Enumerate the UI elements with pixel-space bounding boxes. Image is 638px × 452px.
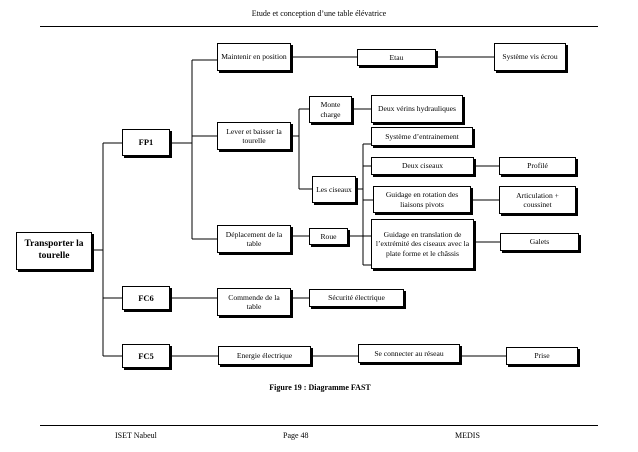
systeme-entrainement-box: Système d’entrainement [371, 127, 473, 146]
fc6-box: FC6 [122, 286, 170, 310]
footer-right: MEDIS [455, 431, 480, 440]
roue-box: Roue [309, 228, 348, 245]
les-ciseaux-box: Les ciseaux [312, 176, 356, 203]
deux-verins-box: Deux vérins hydrauliques [371, 95, 463, 123]
header-rule [40, 26, 598, 27]
lever-baisser-box: Lever et baisser la tourelle [217, 122, 291, 150]
maintenir-position-box: Maintenir en position [217, 43, 291, 71]
fc5-box: FC5 [122, 344, 170, 368]
deux-ciseaux-box: Deux ciseaux [371, 157, 474, 175]
commende-table-box: Commende de la table [217, 288, 291, 316]
deplacement-table-box: Déplacement de la table [217, 225, 291, 253]
footer-page-number: Page 48 [283, 431, 309, 440]
root-function-box: Transporter la tourelle [16, 232, 92, 270]
etau-box: Etau [357, 49, 436, 66]
page-header-title: Etude et conception d’une table élévatri… [251, 9, 387, 18]
se-connecter-reseau-box: Se connecter au réseau [358, 344, 460, 363]
galets-box: Galets [500, 233, 579, 251]
footer-left: ISET Nabeul [115, 431, 157, 440]
fp1-box: FP1 [122, 129, 170, 156]
energie-electrique-box: Energie électrique [218, 346, 311, 365]
articulation-coussinet-box: Articulation + coussinet [499, 186, 576, 214]
figure-caption: Figure 19 : Diagramme FAST [269, 383, 371, 392]
guidage-translation-box: Guidage en translation de l’extrémité de… [371, 219, 474, 269]
systeme-vis-ecrou-box: Système vis écrou [494, 43, 566, 71]
footer-rule [40, 425, 598, 426]
profile-box: Profilé [499, 157, 576, 175]
monte-charge-box: Monte charge [309, 96, 352, 123]
guidage-rotation-box: Guidage en rotation des liaisons pivots [373, 186, 471, 213]
prise-box: Prise [506, 347, 578, 365]
securite-electrique-box: Sécurité électrique [309, 289, 404, 307]
